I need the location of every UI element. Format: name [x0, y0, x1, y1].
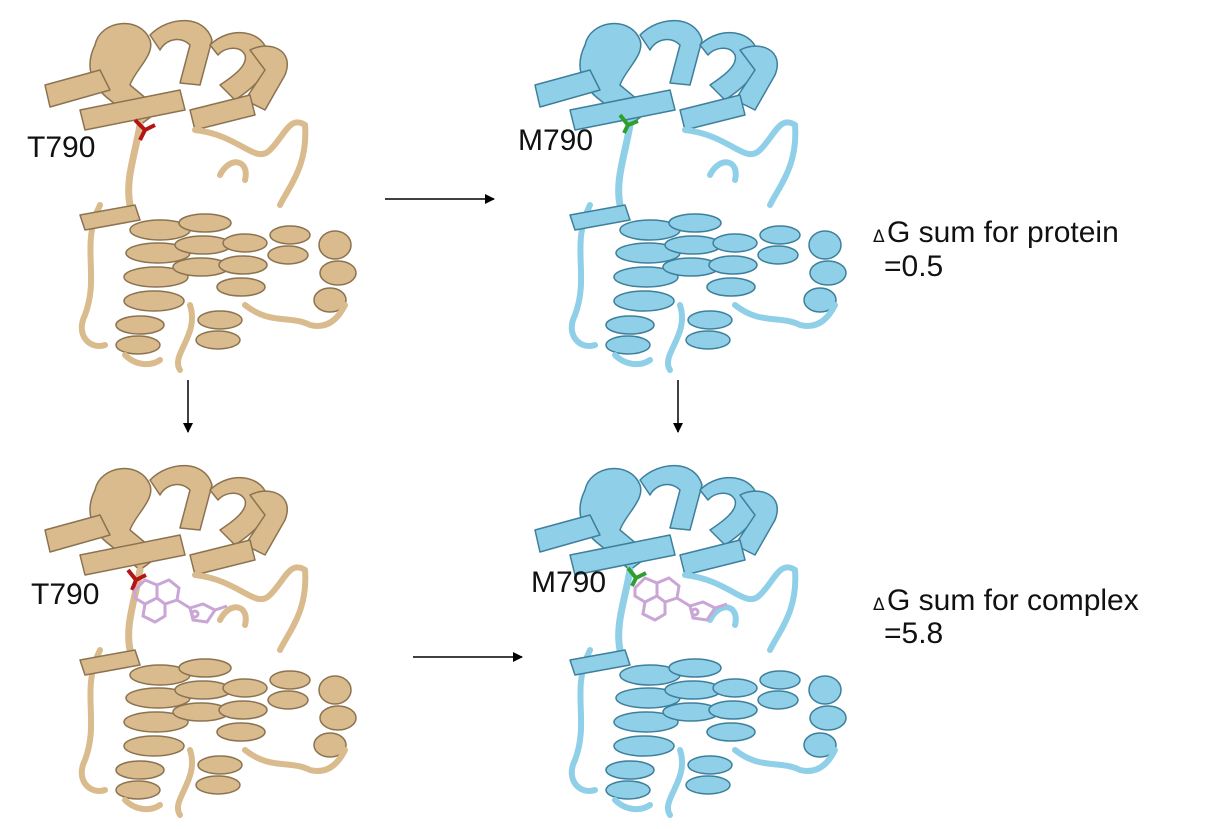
- structure-mut-protein: [535, 21, 846, 370]
- ribbon-wt-complex: [45, 466, 356, 815]
- structure-wt-protein: [45, 21, 356, 370]
- residue-label-mut-protein: M790: [518, 124, 593, 157]
- delta-symbol: Δ: [873, 227, 885, 247]
- residue-790-sidechain: [626, 566, 647, 587]
- ribbon-mut-protein: [535, 21, 846, 370]
- delta-g-complex-text: G sum for complex: [887, 584, 1139, 617]
- delta-g-protein: Δ G sum for protein =0.5: [873, 216, 1119, 283]
- delta-g-protein-text: G sum for protein: [887, 216, 1119, 249]
- ribbon-wt-protein: [45, 21, 356, 370]
- ligand-molecule: [133, 578, 229, 624]
- delta-g-complex: Δ G sum for complex =5.8: [873, 584, 1139, 650]
- residue-790-sidechain: [133, 118, 156, 141]
- residue-label-wt-protein: T790: [27, 131, 95, 164]
- residue-790-sidechain: [126, 568, 147, 591]
- ribbon-mut-complex: [535, 466, 846, 815]
- structure-wt-complex: [45, 466, 356, 815]
- delta-g-complex-value: =5.8: [884, 617, 943, 650]
- structure-mut-complex: [535, 466, 846, 815]
- residue-label-mut-complex: M790: [531, 566, 606, 599]
- delta-g-protein-value: =0.5: [884, 250, 943, 283]
- residue-790-sidechain: [618, 113, 639, 134]
- delta-symbol: Δ: [873, 595, 885, 615]
- residue-label-wt-complex: T790: [31, 578, 99, 611]
